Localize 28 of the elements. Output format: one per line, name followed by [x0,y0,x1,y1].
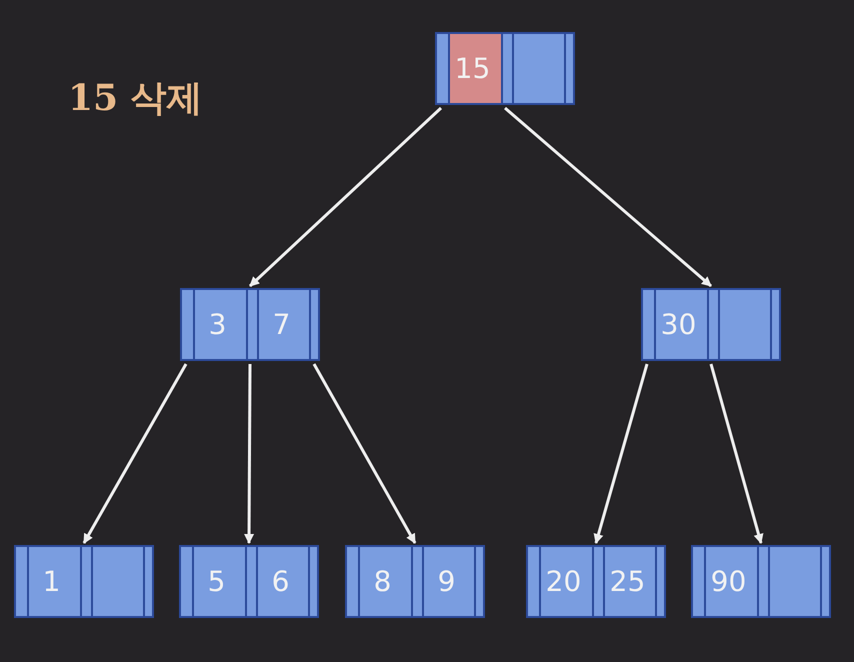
arrow [82,363,188,544]
key-label: 1 [42,564,62,600]
tree-node [179,545,319,618]
tree-node [435,32,575,105]
key-label: 30 [660,307,698,343]
tree-node [345,545,485,618]
key-label: 20 [544,564,582,600]
tree-node [14,545,154,618]
key-label: 15 [454,51,492,87]
key-label: 9 [436,564,456,600]
arrow [594,364,648,544]
key-label: 90 [710,564,748,600]
key-label: 5 [206,564,226,600]
key-label: 8 [372,564,392,600]
arrow [248,106,442,288]
tree-node [691,545,831,618]
key-label: 3 [208,307,228,343]
arrow [244,364,254,544]
arrow [312,363,416,544]
arrow [504,106,712,288]
key-label: 7 [272,307,292,343]
tree-node [180,288,320,361]
key-label: 25 [608,564,646,600]
title: 15 삭제 [68,76,203,121]
arrow [710,364,764,544]
key-label: 6 [270,564,290,600]
tree-node [641,288,781,361]
tree-node [526,545,666,618]
